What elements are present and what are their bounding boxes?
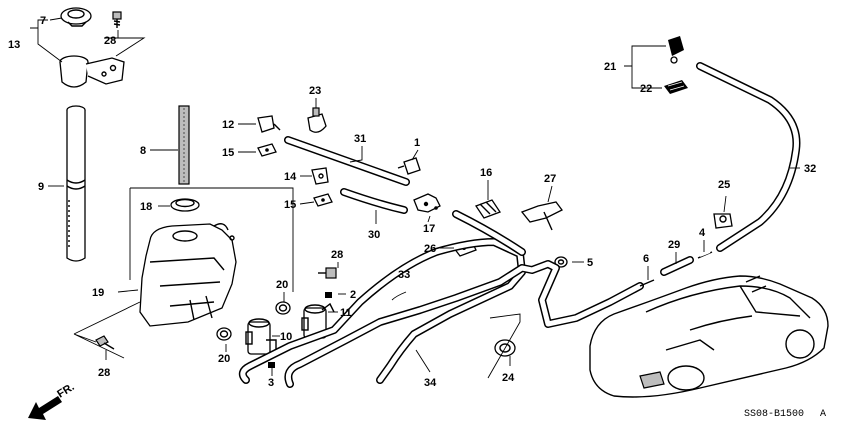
callout-9: 9	[38, 181, 44, 193]
grommet-5	[554, 256, 568, 268]
diagram-code-suffix: A	[820, 409, 826, 420]
callout-25: 25	[718, 179, 730, 191]
nozzle-12	[257, 115, 281, 133]
callout-20: 20	[276, 279, 288, 291]
joint-1	[397, 157, 421, 175]
bracket-27	[520, 201, 563, 231]
callout-2: 2	[350, 289, 356, 301]
callout-15: 15	[222, 147, 234, 159]
callout-18: 18	[140, 201, 152, 213]
callout-19: 19	[92, 287, 104, 299]
seal-strip	[178, 105, 190, 185]
callout-28: 28	[331, 249, 343, 261]
callout-23: 23	[309, 85, 321, 97]
bolt-28-top	[112, 11, 122, 28]
callout-13: 13	[8, 39, 20, 51]
callout-31: 31	[354, 133, 366, 145]
bolt-28-lower	[95, 335, 115, 350]
callout-26: 26	[424, 243, 436, 255]
joint-4	[697, 251, 713, 259]
callout-3: 3	[268, 377, 274, 389]
hose-31	[284, 136, 410, 186]
hose-upper-right	[452, 210, 526, 256]
callout-21: 21	[604, 61, 616, 73]
clip-3	[268, 362, 275, 368]
callout-30: 30	[368, 229, 380, 241]
callout-29: 29	[668, 239, 680, 251]
grommet-20-upper	[275, 301, 291, 315]
callout-1: 1	[414, 137, 420, 149]
hose-33	[238, 238, 526, 384]
nozzle-14	[311, 167, 329, 185]
nozzle-21	[668, 36, 684, 64]
callout-33: 33	[398, 269, 410, 281]
clip-2	[325, 292, 332, 298]
valve-16	[475, 199, 501, 219]
callout-8: 8	[140, 145, 146, 157]
reservoir-cap	[170, 198, 200, 212]
filler-neck	[59, 55, 125, 88]
filler-cap	[60, 7, 92, 27]
callout-10: 10	[280, 331, 292, 343]
callout-7: 7	[40, 15, 46, 27]
joint-17	[413, 193, 441, 213]
reservoir-tank	[139, 223, 237, 327]
callout-labels: 7 13 28 8 9 18 19 28 23 12 15 14 15 31 3…	[8, 15, 816, 389]
hose-34	[284, 260, 644, 388]
pad-22	[664, 80, 688, 94]
callout-4: 4	[699, 227, 706, 239]
car-outline	[589, 275, 829, 398]
bolt-28-middle	[318, 267, 337, 279]
clamp-25	[713, 213, 733, 229]
callout-16: 16	[480, 167, 492, 179]
diagram-code-text: SS08-B1500	[744, 409, 804, 420]
tube-29	[660, 256, 694, 276]
callout-22: 22	[640, 83, 652, 95]
callout-24: 24	[502, 372, 515, 384]
callout-14: 14	[284, 171, 297, 183]
cap-15-lower	[313, 193, 333, 207]
grommet-24	[487, 313, 521, 379]
joint-6	[639, 277, 655, 287]
callout-17: 17	[423, 223, 435, 235]
callout-6: 6	[643, 253, 649, 265]
cap-15-upper	[257, 143, 277, 157]
callout-15: 15	[284, 199, 296, 211]
hose-30	[340, 188, 408, 214]
callout-34: 34	[424, 377, 437, 389]
leader-lines	[30, 17, 800, 376]
callout-28: 28	[104, 35, 116, 47]
callout-12: 12	[222, 119, 234, 131]
callout-28: 28	[98, 367, 110, 379]
pump-10	[245, 318, 277, 355]
reservoir-box-outline	[129, 187, 294, 292]
callout-11: 11	[340, 307, 352, 319]
clip-23	[307, 107, 327, 133]
diagram-code: SS08-B1500 A	[744, 409, 826, 420]
callout-27: 27	[544, 173, 556, 185]
callout-32: 32	[804, 163, 816, 175]
filler-pipe	[66, 105, 86, 262]
grommet-20-lower	[216, 327, 232, 341]
callout-20: 20	[218, 353, 230, 365]
hose-32	[696, 62, 801, 252]
callout-5: 5	[587, 257, 593, 269]
front-direction-arrow-icon: FR.	[28, 381, 77, 420]
